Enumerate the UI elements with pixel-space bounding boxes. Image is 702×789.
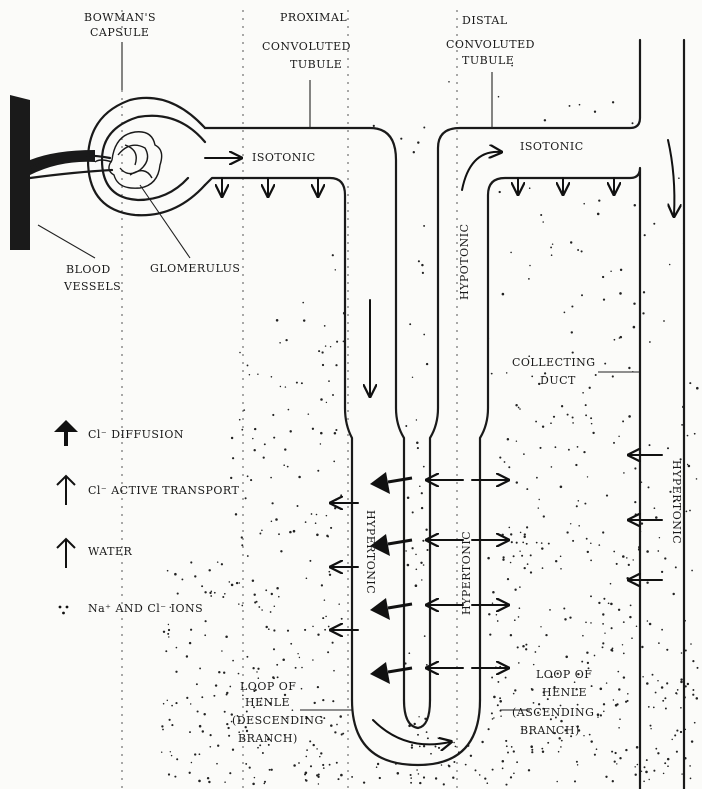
label-blood-2: VESSELS	[63, 280, 121, 293]
labels: BOWMAN'S CAPSULE PROXIMAL CONVOLUTED TUB…	[63, 11, 683, 745]
loop-of-henle-bottom	[352, 700, 480, 765]
label-loop-desc-2: HENLE	[245, 696, 290, 709]
label-bowmans-1: BOWMAN'S	[84, 11, 156, 24]
legend-water: WATER	[88, 545, 132, 558]
blood-vessels	[10, 95, 112, 250]
label-blood-1: BLOOD	[66, 263, 111, 276]
proximal-tubule-and-descending-limb	[205, 128, 404, 700]
label-loop-desc-4: BRANCH)	[238, 732, 298, 745]
label-collecting-2: DUCT	[540, 374, 576, 387]
cl-active-transport-legend-icon	[57, 476, 75, 505]
legend-cl-diffusion: Cl⁻ DIFFUSION	[88, 428, 184, 441]
label-loop-desc-1: LOOP OF	[240, 680, 296, 693]
guide-lines	[122, 10, 457, 789]
label-proximal-2: CONVOLUTED	[262, 40, 351, 53]
label-glomerulus: GLOMERULUS	[150, 262, 240, 275]
ions-legend-icon	[59, 606, 69, 615]
legend-ions: Na⁺ AND Cl⁻ IONS	[88, 602, 203, 615]
label-proximal-1: PROXIMAL	[280, 11, 347, 24]
legend-symbols	[54, 420, 78, 614]
label-isotonic-proximal: ISOTONIC	[252, 151, 316, 164]
label-hypertonic-descending: HYPERTONIC	[364, 510, 377, 594]
label-loop-asc-1: LOOP OF	[536, 668, 592, 681]
label-proximal-3: TUBULE	[290, 58, 342, 71]
label-loop-desc-3: (DESCENDING	[232, 714, 324, 727]
label-distal-3: TUBULE	[462, 54, 514, 67]
label-loop-asc-2: HENLE	[542, 686, 587, 699]
label-bowmans-2: CAPSULE	[90, 26, 149, 39]
water-legend-icon	[57, 539, 75, 568]
label-loop-asc-3: (ASCENDING	[512, 706, 594, 719]
legend-cl-active-transport: Cl⁻ ACTIVE TRANSPORT	[88, 484, 239, 497]
label-distal-2: CONVOLUTED	[446, 38, 535, 51]
water-arrows	[222, 178, 662, 630]
label-isotonic-distal: ISOTONIC	[520, 140, 584, 153]
cl-diffusion-legend-icon	[54, 420, 78, 446]
label-hypertonic-ascending: HYPERTONIC	[460, 531, 473, 615]
flow-arrows	[205, 140, 674, 744]
label-hypertonic-duct: HYPERTONIC	[670, 460, 683, 544]
label-collecting-1: COLLECTING	[512, 356, 596, 369]
label-distal-1: DISTAL	[462, 14, 508, 27]
label-hypotonic: HYPOTONIC	[458, 223, 471, 300]
label-loop-asc-4: BRANCH)	[520, 724, 580, 737]
